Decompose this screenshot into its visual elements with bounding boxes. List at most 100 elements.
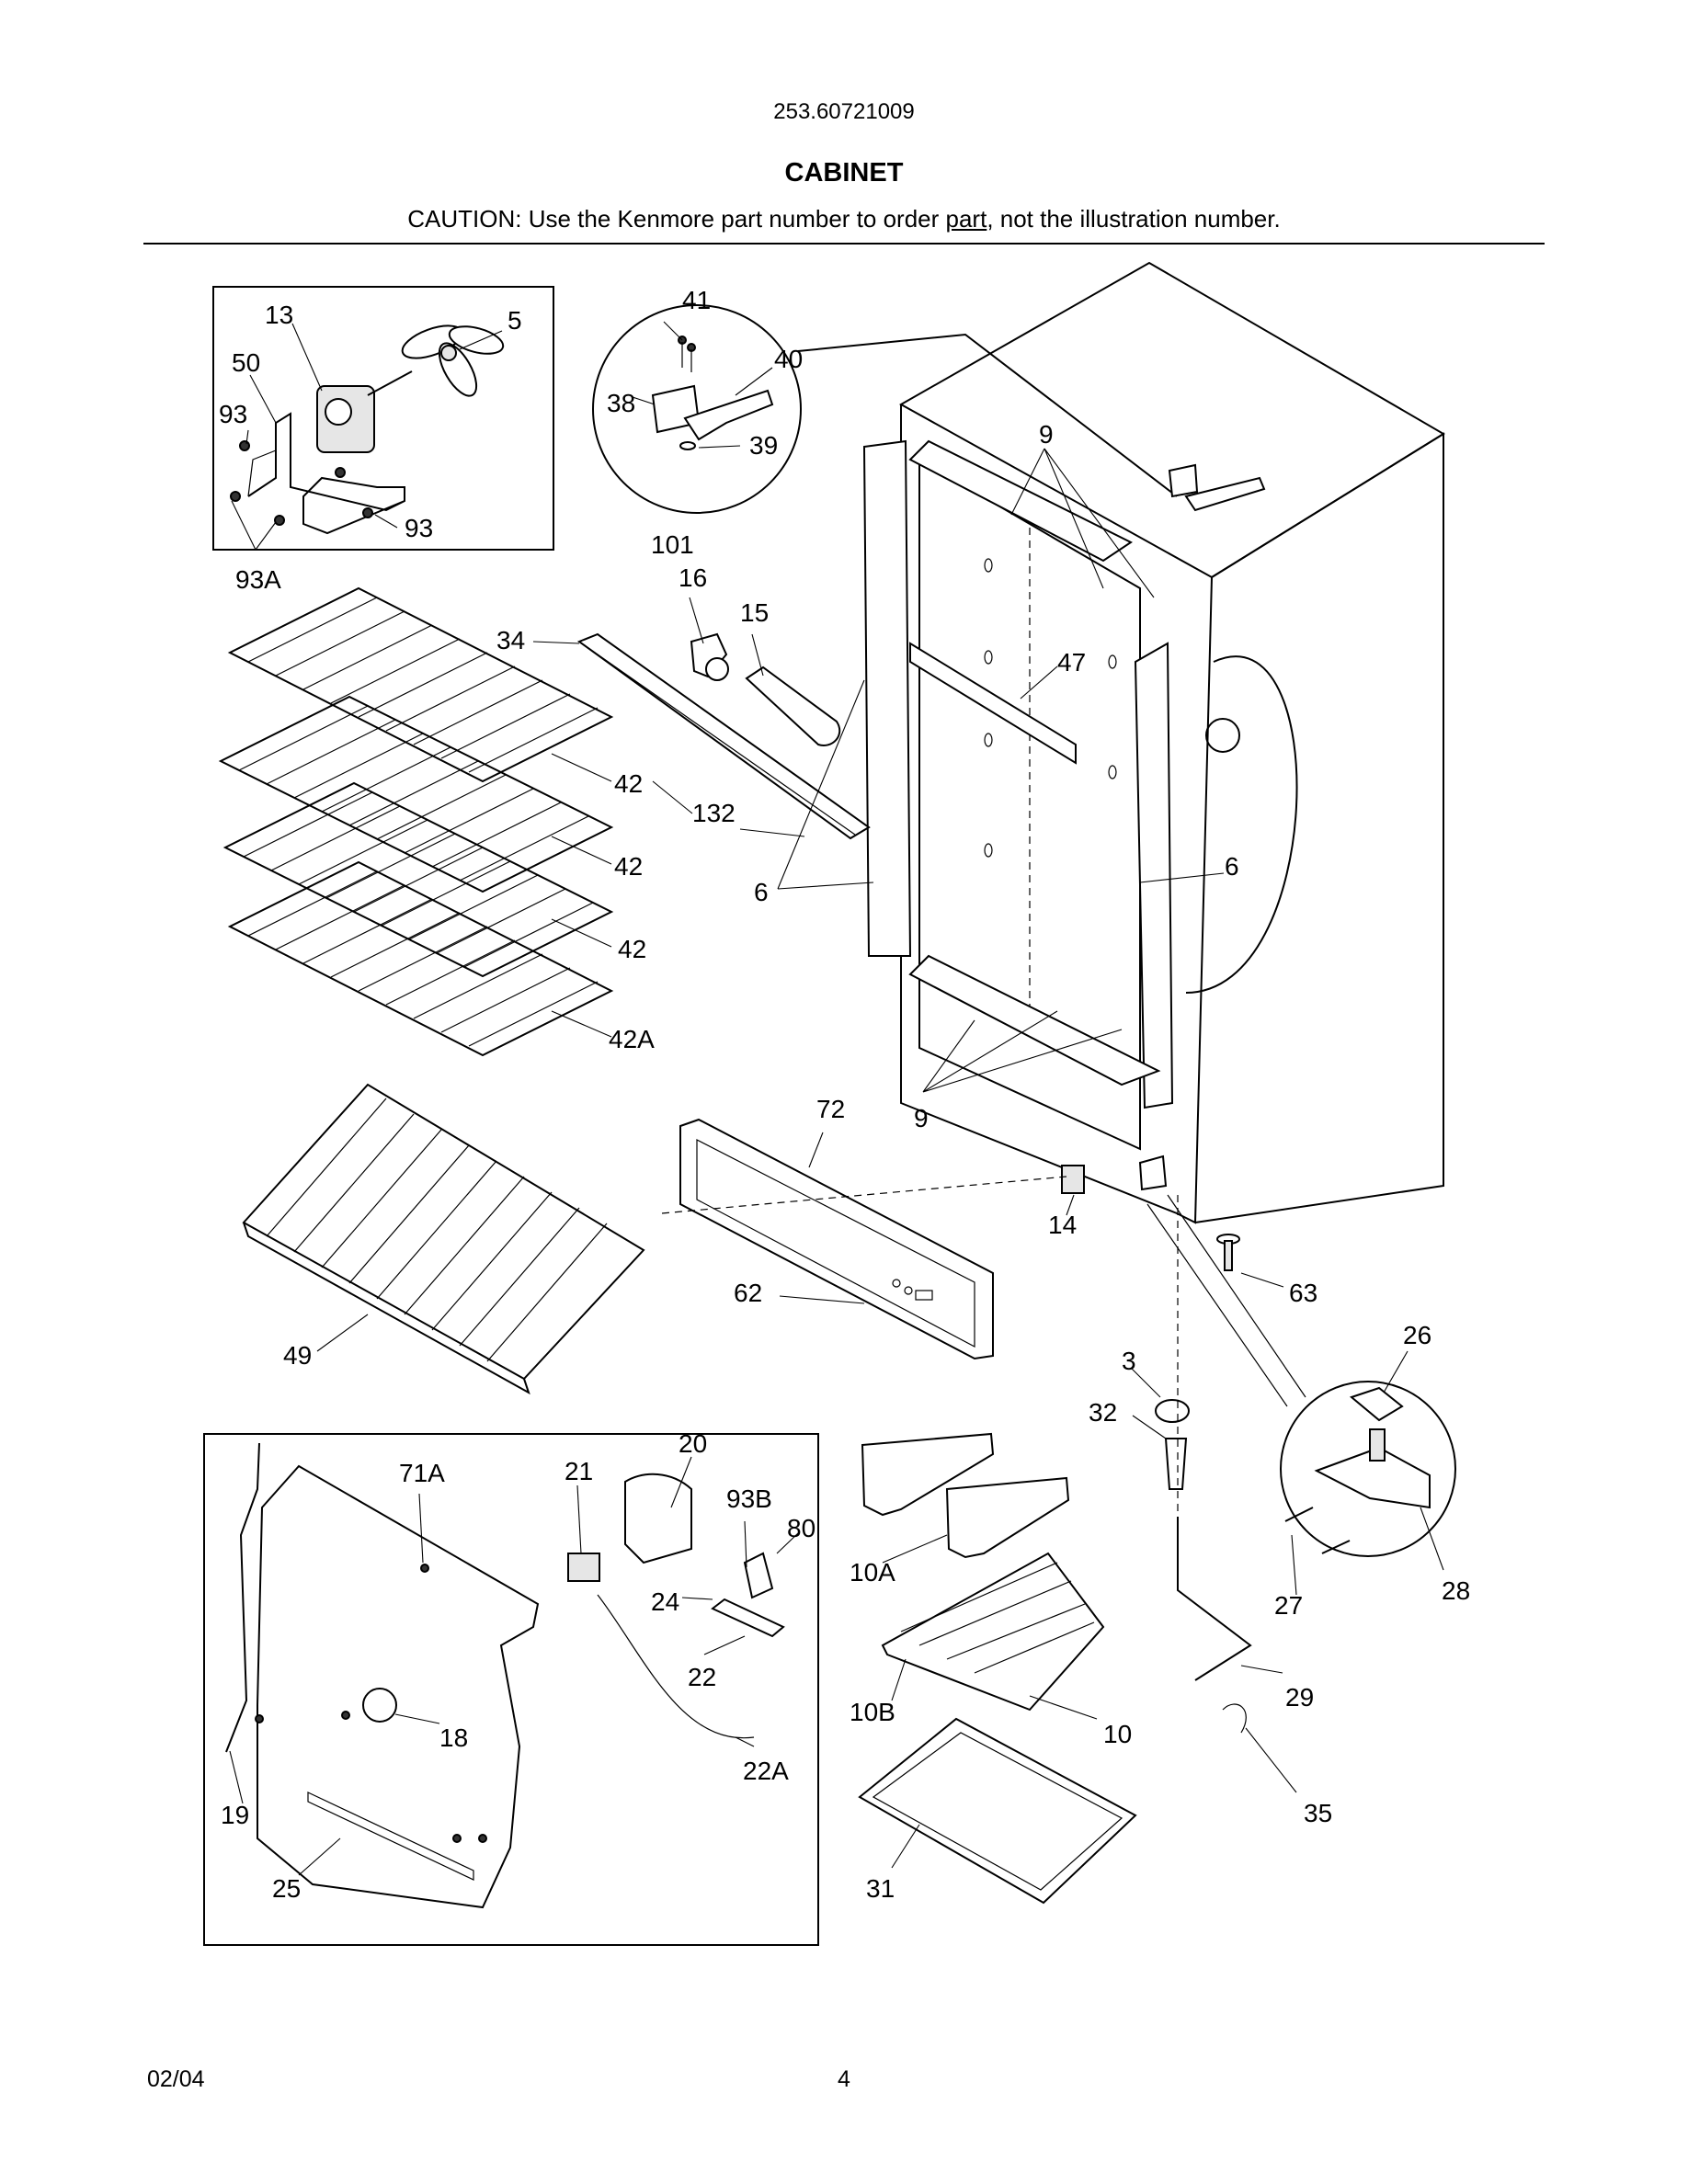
liner-holes — [984, 558, 1117, 858]
callout-31: 31 — [866, 1874, 895, 1903]
cabinet-top — [898, 261, 1445, 579]
top-hinge-detail-circle — [592, 304, 802, 514]
wire-shelf-4 — [227, 860, 614, 1057]
callout-13: 13 — [265, 301, 293, 329]
callout-25: 25 — [272, 1874, 301, 1903]
door-gasket-right — [1134, 642, 1174, 1109]
callout-35: 35 — [1304, 1799, 1332, 1827]
bottom-hinge — [1138, 1155, 1168, 1191]
bottom-hinge-pin — [1369, 1428, 1386, 1462]
door-gasket-top — [908, 439, 1133, 563]
callout-5: 5 — [508, 306, 522, 335]
bottom-hinge-pointer — [1146, 1194, 1306, 1407]
wire-basket — [242, 1083, 645, 1395]
drain-spout-32 — [1164, 1438, 1188, 1490]
callout-47: 47 — [1057, 648, 1086, 677]
callout-63: 63 — [1289, 1279, 1317, 1307]
callout-27: 27 — [1274, 1591, 1303, 1620]
callout-62: 62 — [734, 1279, 762, 1307]
callout-28: 28 — [1442, 1576, 1470, 1605]
wire-shelf-3 — [222, 781, 614, 978]
shelf-rail — [909, 642, 1077, 765]
screw-27b — [1321, 1540, 1351, 1554]
callout-38: 38 — [607, 389, 635, 417]
clip-22 — [711, 1598, 785, 1638]
page-title: CABINET — [784, 158, 904, 188]
light-bulb — [745, 665, 841, 746]
fan-motor-shaft — [367, 370, 413, 396]
callout-labels: 13 5 50 93 93 93A 41 40 38 39 101 9 16 1… — [219, 286, 1470, 1903]
callout-42: 42 — [614, 852, 643, 881]
motor-bracket — [247, 412, 405, 535]
door-gasket-left — [862, 439, 912, 957]
bottom-hinge-detail — [1146, 1194, 1456, 1557]
fan-motor-shaft-hub — [325, 398, 352, 426]
callout-9: 9 — [914, 1104, 929, 1132]
cover-vent-slot — [307, 1792, 474, 1881]
callout-18: 18 — [439, 1723, 468, 1752]
thermostat-capillary-22a — [597, 1594, 755, 1739]
fan-motor-inset — [212, 286, 554, 551]
callout-10a: 10A — [850, 1558, 895, 1587]
callout-16: 16 — [679, 563, 707, 592]
callout-6: 6 — [754, 878, 769, 906]
footer-page-number: 4 — [838, 2066, 850, 2092]
drain-parts — [1155, 1195, 1252, 1734]
door-gasket-bottom — [908, 954, 1161, 1086]
bottom-hinge-plate — [1314, 1446, 1431, 1509]
callout-32: 32 — [1089, 1398, 1117, 1427]
callout-50: 50 — [232, 348, 260, 377]
defrost-assembly — [858, 1432, 1137, 1905]
callout-15: 15 — [740, 598, 769, 627]
thermostat-21 — [567, 1553, 600, 1582]
screw-27a — [1284, 1507, 1314, 1522]
callout-10: 10 — [1103, 1720, 1132, 1748]
drain-plug-3 — [1155, 1399, 1190, 1423]
hinge-arm — [683, 389, 774, 441]
top-hinge-detail — [592, 304, 1178, 514]
leader-lines — [229, 321, 1444, 1876]
callout-14: 14 — [1048, 1211, 1077, 1239]
cabinet-top-hinge — [1168, 463, 1199, 498]
shelf-support-34 — [576, 632, 871, 840]
caution-suffix: , not the illustration number. — [987, 205, 1281, 233]
drain-tube-29 — [1177, 1517, 1252, 1681]
callout-29: 29 — [1285, 1683, 1314, 1712]
clip-35 — [1222, 1703, 1247, 1734]
caution-underlined-word: part — [945, 205, 987, 233]
kickplate-screw-line — [661, 1176, 1067, 1214]
leveling-leg — [1216, 1234, 1240, 1271]
evaporator-cover-inset — [203, 1433, 819, 1946]
hinge-detail-pointer — [797, 333, 1178, 497]
callout-34: 34 — [496, 626, 525, 654]
fan-motor-inset-frame — [212, 286, 554, 551]
drain-pan-31 — [858, 1717, 1137, 1905]
motor-bracket-arm — [247, 449, 277, 497]
callout-42: 42 — [614, 769, 643, 798]
callout-3: 3 — [1122, 1347, 1136, 1375]
fan-shroud-20 — [624, 1473, 692, 1564]
fan-blade — [401, 324, 505, 397]
callout-10b: 10B — [850, 1698, 895, 1726]
callout-9: 9 — [1039, 420, 1054, 449]
defrost-heater-10 — [881, 1552, 1105, 1712]
heater-bracket-10a-1 — [861, 1432, 995, 1517]
thermostat-knob-18 — [362, 1688, 397, 1723]
callout-19: 19 — [221, 1801, 249, 1829]
callout-71a: 71A — [399, 1459, 445, 1487]
callout-49: 49 — [283, 1341, 312, 1370]
callout-24: 24 — [651, 1587, 679, 1616]
callout-93b: 93B — [726, 1484, 772, 1513]
caution-prefix: CAUTION: Use the Kenmore part number to … — [407, 205, 946, 233]
evaporator-cover-25 — [257, 1464, 540, 1909]
light-socket — [690, 632, 729, 681]
caution-note: CAUTION: Use the Kenmore part number to … — [0, 205, 1688, 233]
callout-42a: 42A — [609, 1025, 655, 1053]
callout-22: 22 — [688, 1663, 716, 1691]
callout-39: 39 — [749, 431, 778, 460]
cabinet-body — [862, 261, 1445, 1271]
evaporator-cover-inset-frame — [203, 1433, 819, 1946]
callout-40: 40 — [774, 345, 803, 373]
callout-72: 72 — [816, 1095, 845, 1123]
